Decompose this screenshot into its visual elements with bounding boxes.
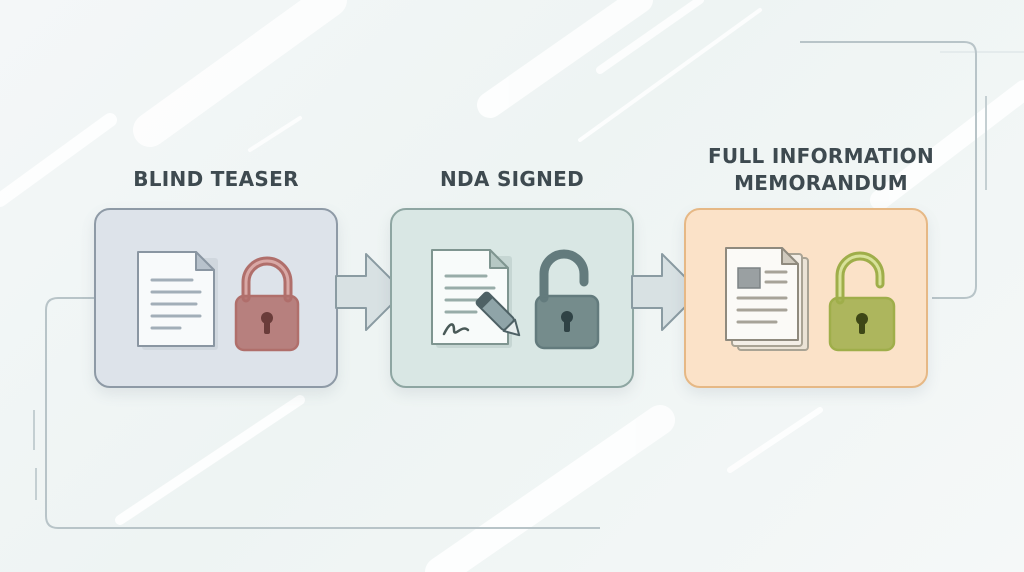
padlock-open-icon — [534, 249, 600, 350]
stage-2-label: NDA SIGNED — [439, 167, 585, 191]
stage-1-card-blind-teaser — [94, 208, 338, 388]
stage-3-label: FULL INFORMATION MEMORANDUM — [707, 144, 935, 195]
padlock-open-icon — [828, 251, 896, 352]
stage-1-label: BLIND TEASER — [133, 167, 299, 191]
connector-line-right — [800, 41, 977, 299]
arrow-right-icon — [631, 253, 701, 331]
signed-document-with-pen-icon — [431, 249, 521, 348]
document-icon — [137, 251, 218, 350]
document-stack-icon — [725, 247, 809, 351]
stage-3-card-full-information-memorandum — [684, 208, 928, 388]
padlock-closed-icon — [234, 256, 300, 352]
connector-line-left — [45, 297, 600, 529]
stage-2-card-nda-signed — [390, 208, 634, 388]
arrow-right-icon — [335, 253, 405, 331]
